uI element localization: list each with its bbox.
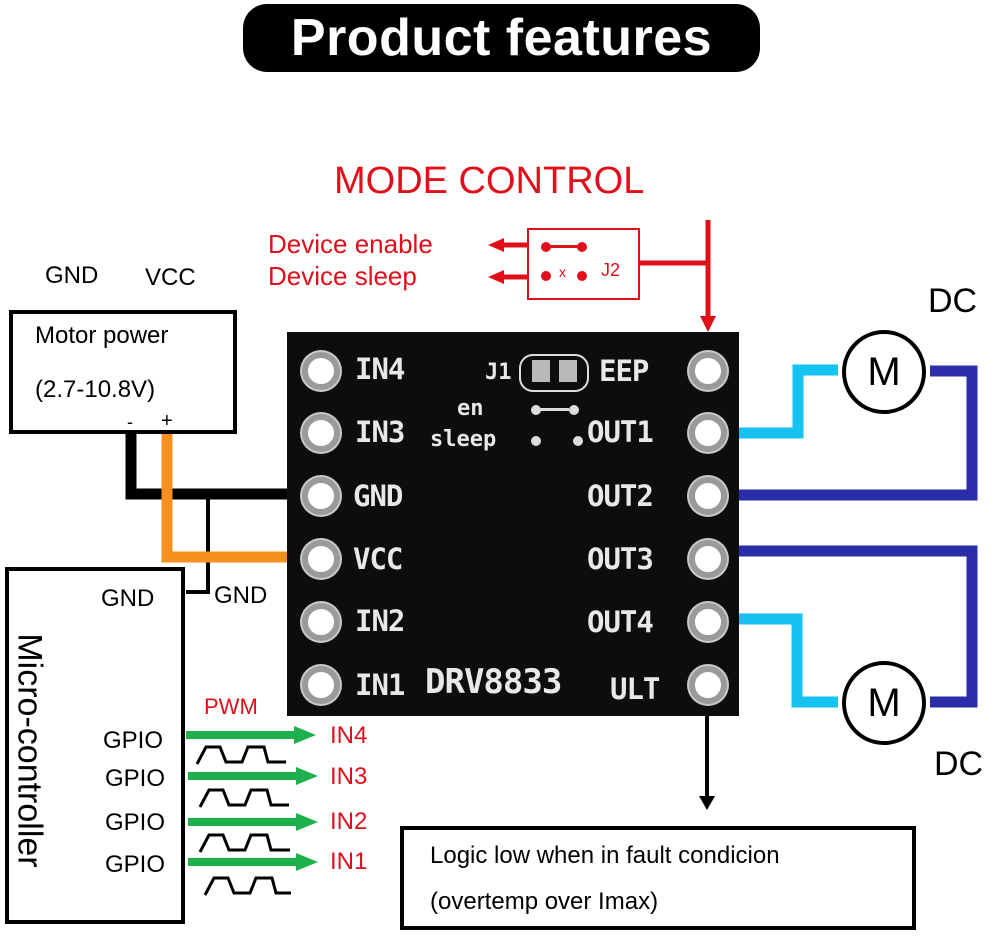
pin-label-ult: ULT: [610, 672, 660, 706]
motor-1-label: DC: [928, 282, 978, 320]
fault-note-line2: (overtemp over Imax): [430, 888, 659, 915]
gpio-label: GPIO: [105, 765, 166, 792]
pin-label-vcc: VCC: [353, 542, 403, 576]
minus-terminal: -: [127, 412, 133, 432]
pin-in3: [302, 414, 340, 452]
jumper-open-mark: x: [559, 264, 566, 280]
ult-arrow-head: [699, 796, 715, 810]
en-dot-icon: [569, 405, 579, 415]
motor-power-box: Motor power (2.7-10.8V) - +: [9, 310, 237, 434]
pin-label-out2: OUT2: [587, 479, 654, 513]
motor-wires: [698, 364, 978, 708]
en-dot-icon: [531, 405, 541, 415]
pin-out1: [689, 414, 727, 452]
fault-note-line1: Logic low when in fault condicion: [430, 842, 780, 869]
pin-label-out3: OUT3: [587, 542, 654, 576]
jumper-pad-icon: [541, 242, 551, 252]
pwm-label: PWM: [204, 694, 258, 719]
mode-control-heading: MODE CONTROL: [334, 160, 645, 202]
j2-jumper-box: x J2: [527, 228, 640, 300]
plus-terminal: +: [161, 410, 173, 432]
microcontroller-box: Micro-controller GND GPIO GPIO GPIO GPIO: [5, 567, 185, 924]
gnd-wire: [125, 434, 320, 594]
gpio-label: GPIO: [105, 809, 166, 836]
jumper-pad-icon: [577, 271, 587, 281]
j1-pad-icon: [532, 360, 550, 382]
pin-eep: [689, 352, 727, 390]
en-link-icon: [539, 408, 569, 411]
pin-label-gnd: GND: [353, 479, 403, 513]
pin-label-in3: IN3: [355, 415, 405, 449]
sleep-dot-icon: [531, 436, 541, 446]
drv8833-board: IN4 IN3 GND VCC IN2 IN1 EEP OUT1 OUT2 OU…: [287, 332, 739, 716]
gpio-target-in3: IN3: [330, 763, 368, 790]
pin-out4: [689, 603, 727, 641]
gpio-target-in1: IN1: [330, 848, 368, 875]
motor-power-range: (2.7-10.8V): [35, 376, 156, 403]
motor-2-label: DC: [934, 745, 984, 783]
gpio-label: GPIO: [105, 851, 166, 878]
board-model-label: DRV8833: [425, 662, 562, 702]
fault-note-box: Logic low when in fault condicion (overt…: [400, 826, 916, 930]
pin-label-in2: IN2: [355, 604, 405, 638]
motor-1-icon: M: [842, 330, 926, 414]
pin-out3: [689, 540, 727, 578]
j1-pad-icon: [559, 360, 577, 382]
jumper-bridge-icon: [549, 245, 579, 248]
pin-in1: [302, 666, 340, 704]
device-sleep-label: Device sleep: [268, 261, 417, 291]
pin-in4: [302, 352, 340, 390]
mcu-gnd-label: GND: [101, 585, 155, 612]
gpio-target-in2: IN2: [330, 808, 368, 835]
jumper-pad-icon: [541, 271, 551, 281]
sleep-label: sleep: [430, 427, 497, 452]
gpio-arrows: [186, 726, 318, 871]
sleep-dot-icon: [573, 436, 583, 446]
pin-label-out1: OUT1: [587, 415, 654, 449]
pwm-waveforms: [195, 745, 291, 896]
pin-ult: [689, 666, 727, 704]
pin-in2: [302, 603, 340, 641]
j2-label: J2: [601, 260, 621, 280]
pin-label-in1: IN1: [355, 668, 405, 702]
en-label: en: [457, 396, 484, 421]
j1-outline: [519, 354, 589, 392]
gpio-target-in4: IN4: [330, 722, 368, 749]
gnd-link-label: GND: [214, 582, 268, 609]
motor-power-title: Motor power: [35, 322, 169, 349]
jumper-pad-icon: [577, 242, 587, 252]
device-enable-label: Device enable: [268, 229, 433, 259]
pin-label-eep: EEP: [599, 354, 649, 388]
power-vcc-label: VCC: [145, 264, 196, 291]
gpio-label: GPIO: [103, 727, 164, 754]
pin-out2: [689, 477, 727, 515]
page-title: Product features: [243, 4, 760, 72]
mode-control-connector: [488, 220, 716, 332]
pin-gnd: [302, 477, 340, 515]
microcontroller-title: Micro-controller: [10, 633, 49, 868]
motor-2-icon: M: [842, 661, 926, 745]
pin-vcc: [302, 540, 340, 578]
power-gnd-label: GND: [45, 262, 99, 289]
pin-label-in4: IN4: [355, 352, 405, 386]
pin-label-out4: OUT4: [587, 605, 654, 639]
j1-label: J1: [485, 360, 512, 385]
vcc-wire: [161, 434, 320, 563]
